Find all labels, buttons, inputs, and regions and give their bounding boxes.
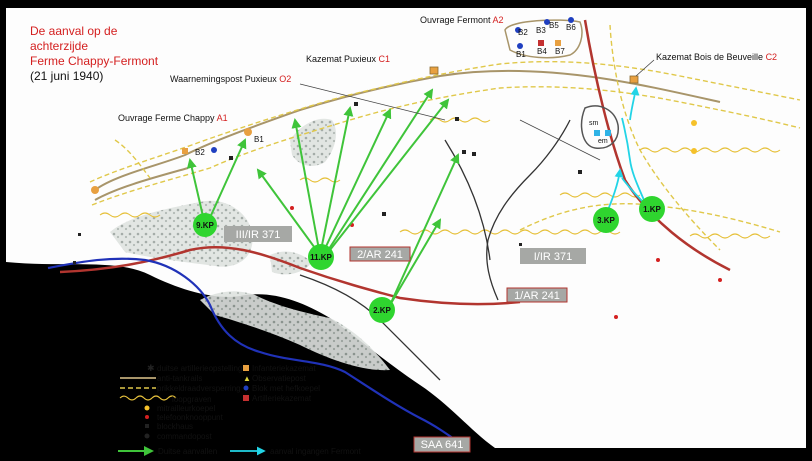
- label-saa641: SAA 641: [421, 439, 464, 451]
- block-chappy-b2: B2: [195, 148, 205, 157]
- legend-mg: mitrailleurkoepel: [157, 404, 215, 413]
- title-line3: Ferme Chappy-Fermont: [30, 54, 159, 68]
- title-date: (21 juni 1940): [30, 69, 103, 83]
- entrance-sm: sm: [589, 120, 599, 127]
- legend-trench: loopgraven: [172, 395, 212, 404]
- legend-retractable: Blok met hefkoepel: [252, 384, 320, 393]
- label-kazemat-beuveille: Kazemat Bois de Beuveille C2: [656, 52, 777, 62]
- legend-phone: telefoonknooppunt: [157, 413, 224, 422]
- unit-11kp: [308, 244, 334, 270]
- svg-text:▲: ▲: [243, 374, 251, 383]
- block-b3: B3: [536, 26, 546, 35]
- unit-1kp: [639, 196, 665, 222]
- legend-german-attacks: Duitse aanvallen: [158, 447, 217, 456]
- unit-3kp: [593, 207, 619, 233]
- label-waarnemingspost: Waarnemingspost Puxieux O2: [170, 74, 291, 84]
- unit-3kp-label: 3.KP: [597, 216, 615, 225]
- unit-1kp-label: 1.KP: [643, 205, 661, 214]
- title-line2: achterzijde: [30, 39, 88, 53]
- unit-9kp: [193, 213, 217, 237]
- unit-9kp-label: 9.KP: [196, 221, 214, 230]
- trenches: [99, 117, 781, 239]
- title-line1: De aanval op de: [30, 24, 118, 38]
- legend-artillery-casemate: Artilleriekazemat: [252, 394, 312, 403]
- unit-11kp-label: 11.KP: [310, 253, 332, 262]
- map-title: De aanval op de achterzijde Ferme Chappy…: [30, 24, 159, 83]
- label-ar241-1: 1/AR 241: [514, 290, 560, 302]
- label-ar241-2: 2/AR 241: [357, 249, 403, 261]
- label-ouvrage-fermont: Ouvrage Fermont A2: [420, 15, 504, 25]
- unit-2kp-label: 2.KP: [373, 306, 391, 315]
- place-labels: Ouvrage Fermont A2 Kazemat Puxieux C1 Ka…: [118, 15, 777, 123]
- block-chappy-b1: B1: [254, 135, 264, 144]
- legend-blockhouse: blockhaus: [157, 422, 193, 431]
- block-b1: B1: [516, 50, 526, 59]
- legend: ✱ duitse artillerieopstelling anti-tankr…: [118, 363, 362, 456]
- mg-domes: [691, 120, 697, 154]
- entrance-em: em: [598, 138, 608, 145]
- legend-rails: anti-tankrails: [157, 374, 202, 383]
- block-b6: B6: [566, 23, 576, 32]
- blockhouses: [73, 102, 582, 264]
- fortifications: [91, 17, 639, 194]
- block-b4: B4: [537, 47, 547, 56]
- block-b2: B2: [518, 28, 528, 37]
- block-b7: B7: [555, 47, 565, 56]
- legend-infantry: Infanteriekazemat: [252, 364, 316, 373]
- label-ir371-3: III/IR 371: [236, 229, 281, 241]
- svg-text:✱: ✱: [147, 363, 155, 373]
- label-ir371-1: I/IR 371: [534, 251, 573, 263]
- anti-tank-rails: [94, 69, 721, 201]
- formation-labels: III/IR 371 2/AR 241 I/IR 371 1/AR 241 SA…: [224, 226, 586, 453]
- german-attack-arrows: [186, 88, 460, 306]
- block-labels: B2 B3 B5 B6 B4 B7 B1 B1 B2 sm em: [195, 21, 608, 157]
- legend-wire: prikkeldraadversperring: [157, 384, 241, 393]
- legend-artillery: duitse artillerieopstelling: [157, 364, 242, 373]
- unit-markers: 9.KP 11.KP 2.KP 3.KP 1.KP: [193, 196, 665, 323]
- legend-command: commandopost: [157, 432, 212, 441]
- phone-nodes: [290, 206, 722, 319]
- river: [47, 257, 471, 451]
- label-kazemat-puxieux: Kazemat Puxieux C1: [306, 54, 390, 64]
- label-leaders: [299, 59, 655, 161]
- legend-fermont-approach: aanval ingangen Fermont: [270, 447, 362, 456]
- label-ferme-chappy: Ouvrage Ferme Chappy A1: [118, 113, 228, 123]
- block-b5: B5: [549, 21, 559, 30]
- legend-observation: Observatiepost: [252, 374, 307, 383]
- unit-2kp: [369, 297, 395, 323]
